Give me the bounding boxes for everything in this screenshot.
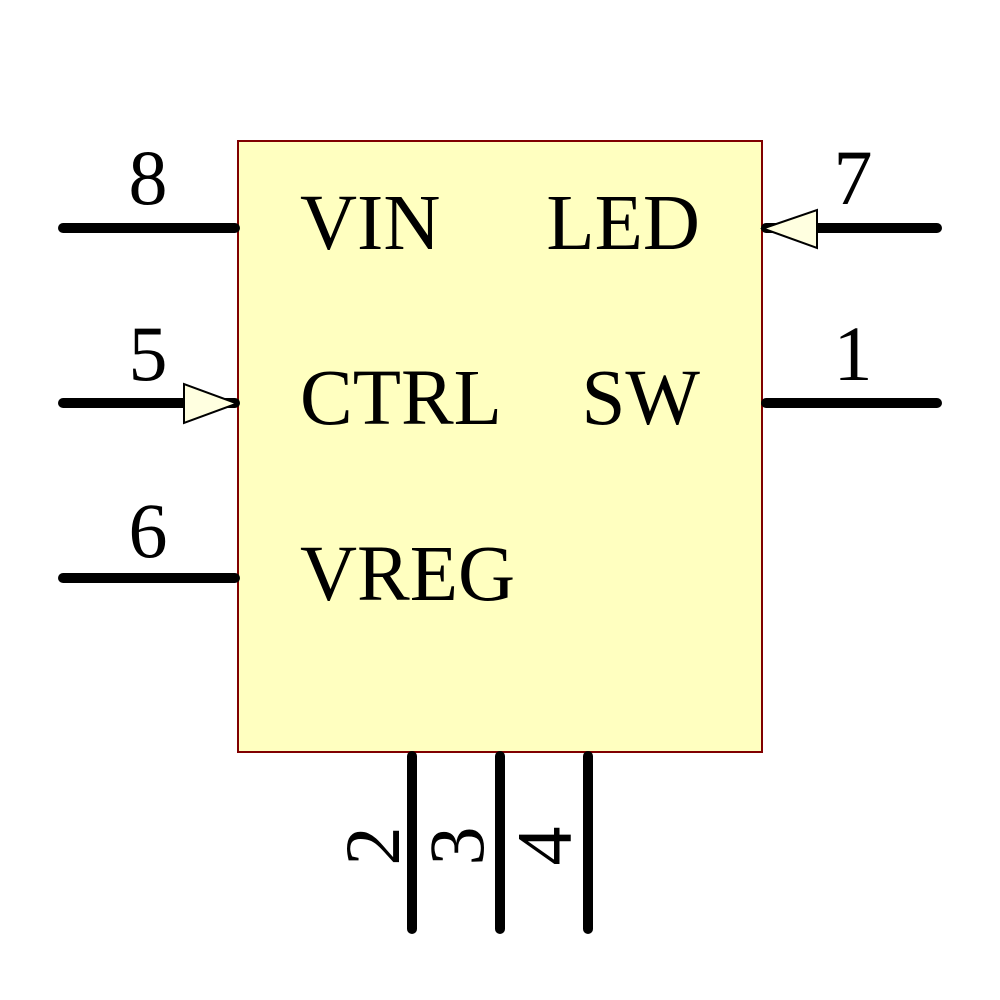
pin-label-ctrl: CTRL <box>300 355 502 442</box>
component-body[interactable] <box>237 140 763 753</box>
pin-label-vreg: VREG <box>300 531 516 618</box>
pin-label-led: LED <box>546 180 700 267</box>
pin-5-wire[interactable] <box>58 398 240 408</box>
pin-number-3: 3 <box>413 826 500 866</box>
pin-number-8: 8 <box>128 134 168 221</box>
pin-number-5: 5 <box>128 310 168 397</box>
pin-number-4: 4 <box>501 826 588 866</box>
pin-number-1: 1 <box>833 310 873 397</box>
pin-7-wire[interactable] <box>761 223 942 233</box>
pin-8-wire[interactable] <box>58 223 240 233</box>
pin-7-input-arrow-icon <box>759 208 818 250</box>
pin-number-6: 6 <box>128 487 168 574</box>
pin-1-wire[interactable] <box>761 398 942 408</box>
pin-4-wire[interactable] <box>583 751 593 934</box>
pin-number-2: 2 <box>329 826 416 866</box>
pin-5-input-arrow-icon <box>183 382 240 425</box>
pin-6-wire[interactable] <box>58 573 240 583</box>
pin-label-sw: SW <box>581 355 701 442</box>
pin-3-wire[interactable] <box>495 751 505 934</box>
pin-2-wire[interactable] <box>407 751 417 934</box>
pin-label-vin: VIN <box>300 180 441 267</box>
pin-number-7: 7 <box>833 134 873 221</box>
